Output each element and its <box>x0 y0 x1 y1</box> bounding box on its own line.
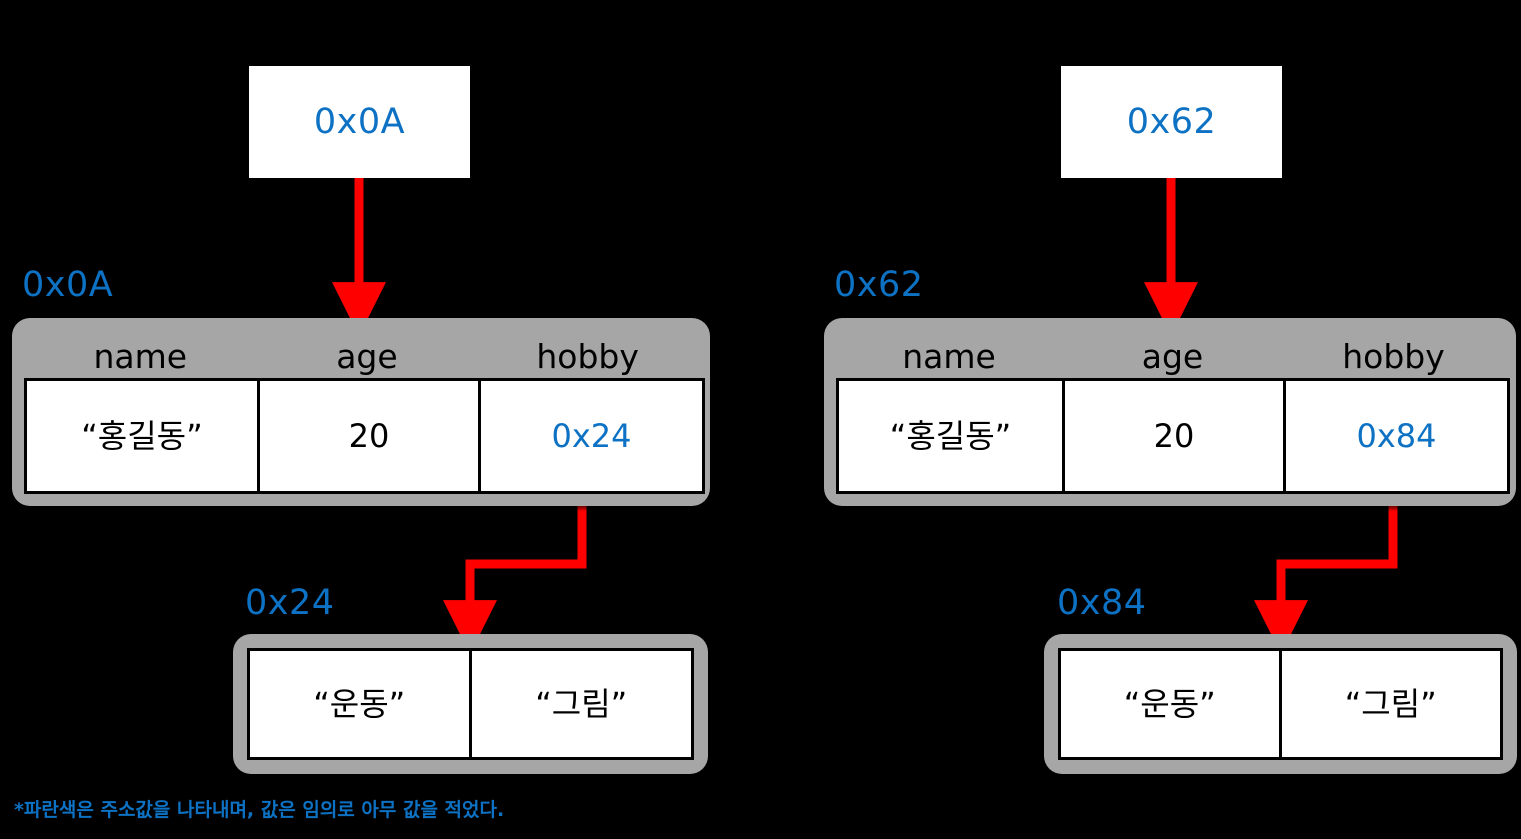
pointer-box-right-value: 0x62 <box>1126 101 1217 142</box>
struct-right-header: name age hobby <box>824 334 1516 378</box>
array-right-address-label: 0x84 <box>1057 583 1147 623</box>
struct-left-cell-hobby[interactable]: 0x24 <box>551 417 632 455</box>
struct-right[interactable]: name age hobby “홍길동” 20 0x84 <box>824 318 1516 506</box>
array-left[interactable]: “운동” “그림” <box>233 634 708 774</box>
struct-left-header-age: age <box>336 336 398 376</box>
struct-left-cell-age[interactable]: 20 <box>260 381 481 491</box>
arrow-struct-left-hobby-to-array-left <box>443 499 587 655</box>
array-left-item-0[interactable]: “운동” <box>250 651 472 757</box>
arrow-struct-right-hobby-to-array-right <box>1254 499 1398 655</box>
struct-left-header-hobby: hobby <box>536 336 639 376</box>
footnote: *파란색은 주소값을 나타내며, 값은 임의로 아무 값을 적었다. <box>14 799 505 821</box>
array-right[interactable]: “운동” “그림” <box>1044 634 1517 774</box>
array-right-item-1[interactable]: “그림” <box>1344 685 1437 723</box>
pointer-box-right[interactable]: 0x62 <box>1061 66 1282 178</box>
struct-right-cell-age[interactable]: 20 <box>1065 381 1286 491</box>
array-left-address-label: 0x24 <box>245 583 335 623</box>
pointer-box-left-value: 0x0A <box>313 101 406 142</box>
struct-left-header: name age hobby <box>12 334 710 378</box>
struct-left-cell-name[interactable]: “홍길동” <box>27 381 260 491</box>
pointer-box-left[interactable]: 0x0A <box>249 66 470 178</box>
struct-right-table: “홍길동” 20 0x84 <box>836 378 1510 494</box>
array-left-table: “운동” “그림” <box>247 648 694 760</box>
struct-right-header-age: age <box>1141 336 1204 376</box>
struct-right-header-name: name <box>902 336 996 376</box>
array-left-item-1[interactable]: “그림” <box>535 685 628 723</box>
struct-right-header-hobby: hobby <box>1342 336 1445 376</box>
struct-right-address-label: 0x62 <box>834 265 924 305</box>
struct-left-header-name: name <box>93 336 188 376</box>
struct-left-table: “홍길동” 20 0x24 <box>24 378 705 494</box>
array-right-table: “운동” “그림” <box>1058 648 1503 760</box>
struct-right-cell-hobby[interactable]: 0x84 <box>1356 417 1437 455</box>
struct-left-address-label: 0x0A <box>22 265 114 305</box>
struct-right-cell-name[interactable]: “홍길동” <box>839 381 1065 491</box>
struct-left[interactable]: name age hobby “홍길동” 20 0x24 <box>12 318 710 506</box>
array-right-item-0[interactable]: “운동” <box>1061 651 1282 757</box>
